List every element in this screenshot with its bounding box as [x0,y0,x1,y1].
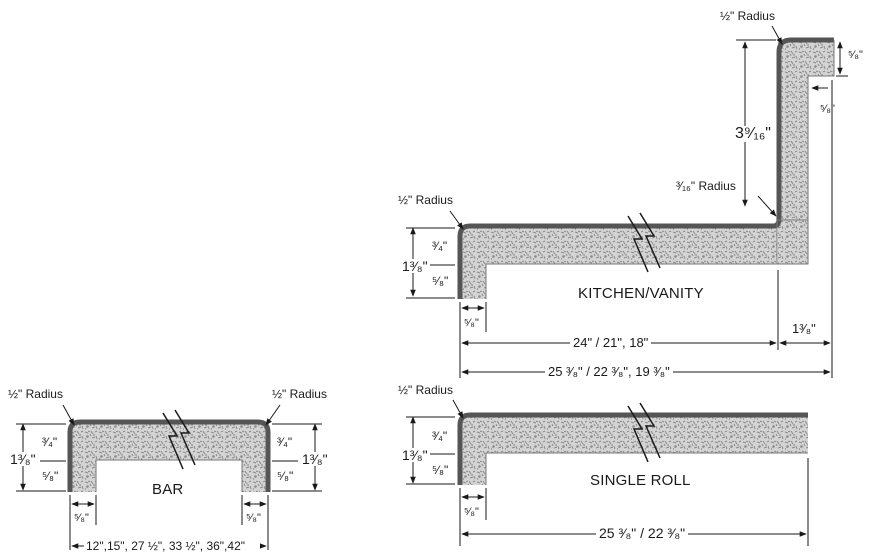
bar-lip-left [70,460,96,492]
kitchen-backsplash-depth-label: 1³⁄₈" [792,321,816,336]
single-roll-lip-width-label: ⁵⁄₈" [464,506,479,518]
kitchen-cap-height-label: ⁵⁄₈" [848,49,863,61]
single-roll-radius-label: ½" Radius [398,383,453,397]
bar-right-radius-label: ½" Radius [272,387,327,401]
bar-lip-right [242,460,268,492]
kitchen-top-radius-leader [771,25,783,45]
kitchen-deck-core [460,226,777,264]
single-roll-break-symbol [639,402,661,459]
kitchen-backsplash-foot [778,220,808,264]
kitchen-depth-outer-label: 25 ³⁄₈" / 22 ³⁄₈", 19 ³⁄₈" [545,365,673,378]
bar-break-symbol [174,409,196,466]
kitchen-vanity-title: KITCHEN/VANITY [578,285,704,302]
bar-deck-core [70,422,268,460]
kitchen-front-radius-label: ½" Radius [398,193,453,207]
kitchen-front-lip [460,264,486,299]
bar-title: BAR [152,481,184,498]
bar-top-left-label: ³⁄₄" [42,435,58,449]
single-roll-deck-core [460,415,808,453]
bar-left-radius-label: ½" Radius [8,387,63,401]
single-roll-front-lip-label: ⁵⁄₈" [432,463,449,477]
kitchen-backsplash-cap [808,40,834,76]
bar-widths-label: 12",15", 27 ½", 33 ½", 36",42" [86,539,245,553]
kitchen-cap-width-label: ⁵⁄₈" [820,103,835,115]
kitchen-top-radius-label: ½" Radius [720,9,775,23]
kitchen-front-lip-label: ⁵⁄₈" [432,274,449,288]
bar-lip-right-label: ⁵⁄₈" [277,469,294,483]
kitchen-backsplash-height-label: 3⁹⁄₁₆" [735,125,771,142]
bar-lip-width-left-label: ⁵⁄₈" [74,512,89,524]
kitchen-front-lip-width-label: ⁵⁄₈" [464,317,479,329]
single-roll-title: SINGLE ROLL [590,472,691,489]
bar-thickness-left-label: 1³⁄₈" [10,451,36,467]
bar-thickness-right-label: 1³⁄₈" [302,451,328,467]
single-roll-top-thickness-label: ³⁄₄" [432,429,448,443]
kitchen-front-radius-leader [449,210,464,230]
bar-lip-width-right-label: ⁵⁄₈" [246,512,261,524]
single-roll-profile [406,399,809,546]
bar-lip-left-label: ⁵⁄₈" [42,469,59,483]
kitchen-inner-radius-label: ³⁄₁₆" Radius [676,179,736,193]
kitchen-vanity-profile [406,25,848,378]
single-roll-total-thickness-label: 1³⁄₈" [402,447,428,463]
kitchen-depth-inner-label: 24" / 21", 18" [570,336,652,349]
kitchen-break-symbol [639,212,661,269]
single-roll-depth-label: 25 ³⁄₈" / 22 ³⁄₈" [596,526,689,540]
kitchen-total-thickness-label: 1³⁄₈" [402,258,428,274]
kitchen-top-thickness-label: ³⁄₄" [432,239,448,253]
single-roll-front-lip [460,453,486,485]
bar-profile [16,404,322,554]
kitchen-inner-radius-leader [757,195,777,217]
bar-top-right-label: ³⁄₄" [277,435,293,449]
